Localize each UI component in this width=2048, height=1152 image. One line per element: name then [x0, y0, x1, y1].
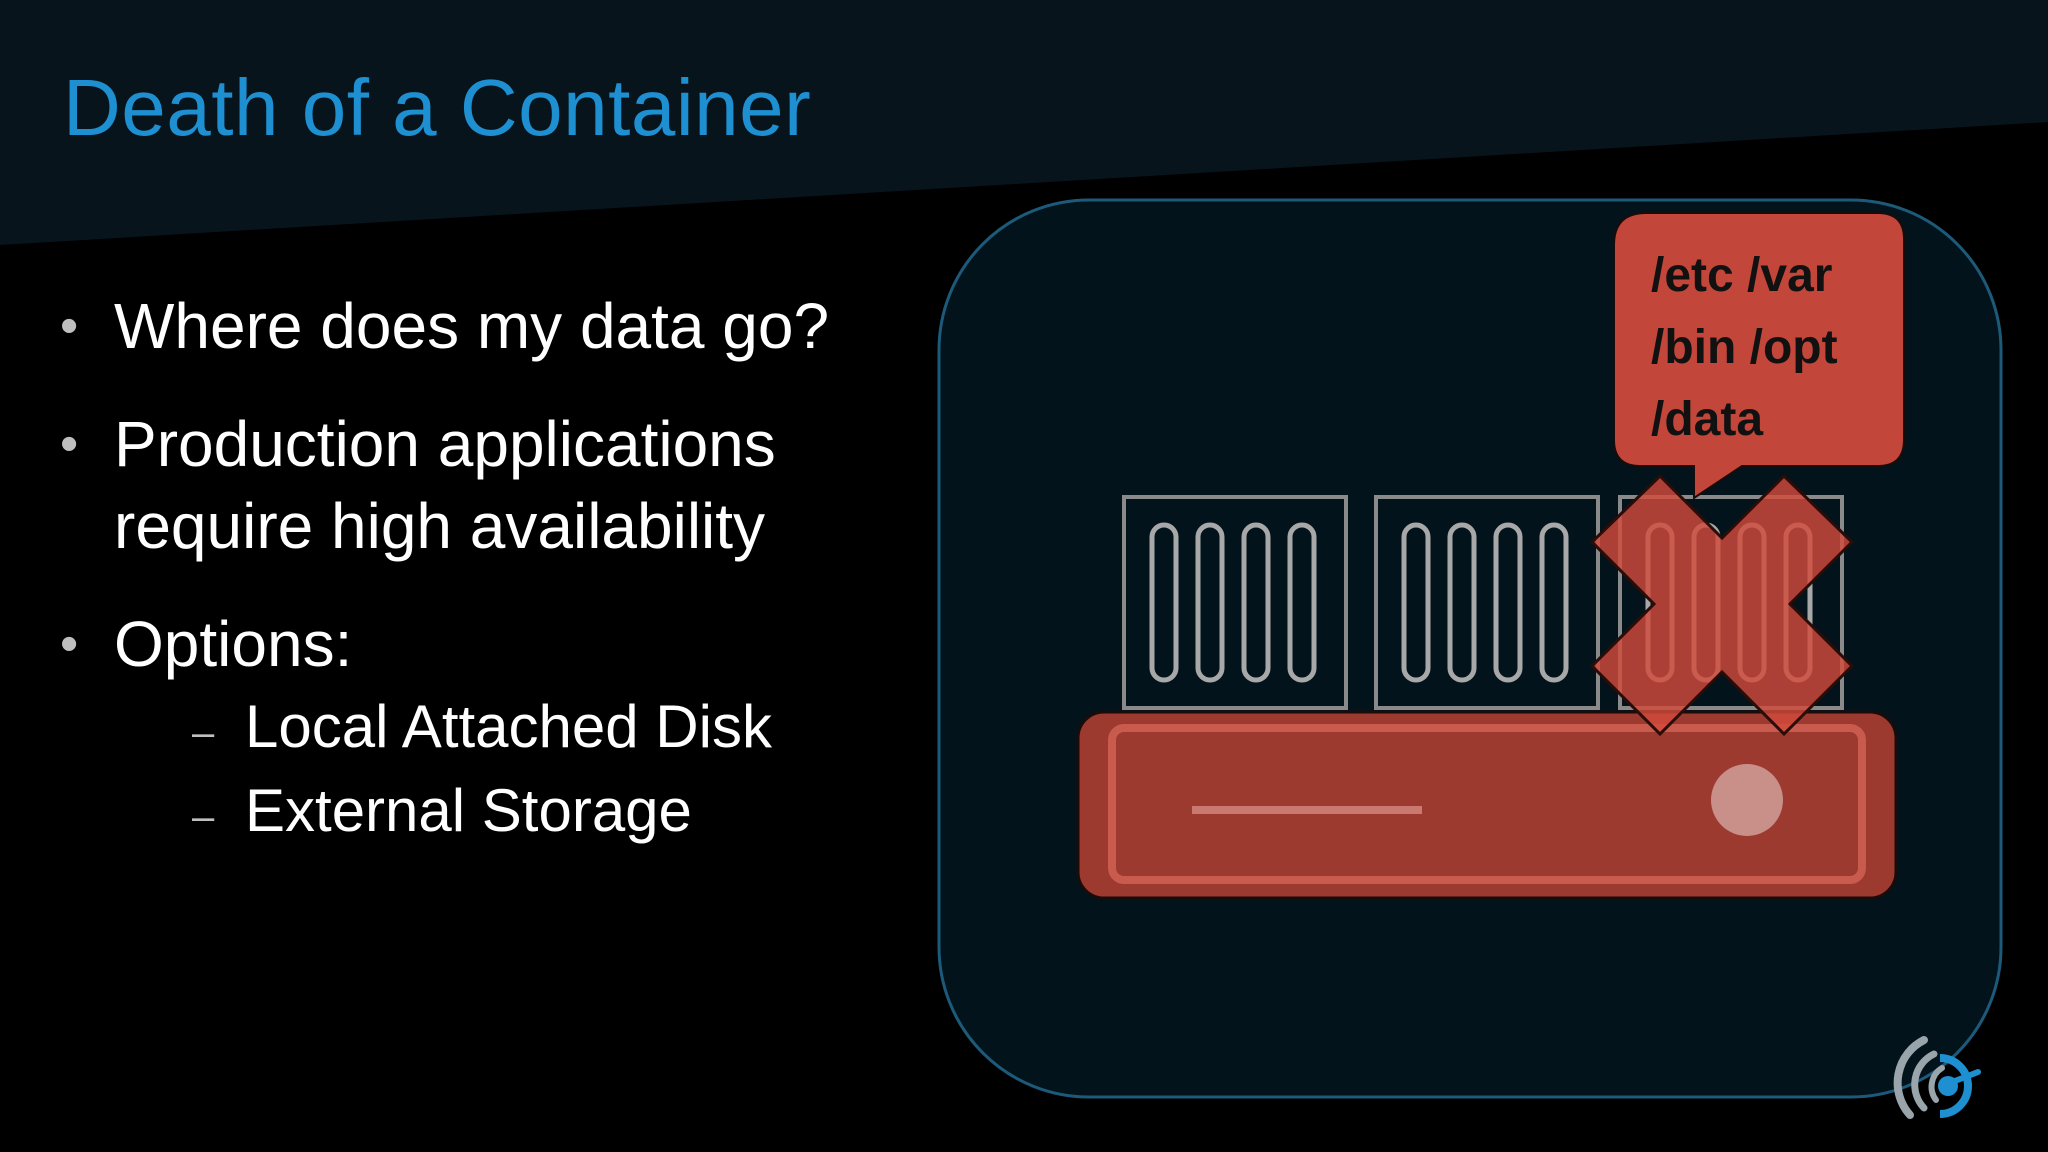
callout-paths: /etc /var /bin /opt /data	[1651, 240, 1891, 456]
header-band	[0, 0, 2048, 245]
bullet-list: • Where does my data go? • Production ap…	[60, 285, 940, 889]
callout-path-line: /data	[1651, 393, 1764, 446]
bullet-dot: •	[60, 615, 79, 673]
failure-x-icon	[1589, 473, 1855, 737]
callout-path-line: /etc /var	[1651, 249, 1833, 302]
sub-bullet-dash: –	[192, 795, 215, 839]
bullet-text: Where does my data go?	[114, 290, 830, 362]
bullet-dot: •	[60, 297, 79, 355]
slide-title: Death of a Container	[63, 63, 812, 152]
path-callout	[1613, 212, 1905, 500]
container-icon	[1122, 495, 1348, 710]
sub-bullet-item: – External Storage	[114, 769, 940, 853]
sub-bullet-text: External Storage	[245, 777, 692, 844]
bullet-item: • Options: – Local Attached Disk – Exter…	[60, 603, 940, 853]
container-icon	[1374, 495, 1600, 710]
callout-path-line: /bin /opt	[1651, 321, 1838, 374]
sub-bullet-item: – Local Attached Disk	[114, 685, 940, 769]
sub-bullet-list: – Local Attached Disk – External Storage	[114, 685, 940, 853]
bullet-text: Options:	[114, 608, 353, 680]
sub-bullet-text: Local Attached Disk	[245, 693, 772, 760]
server-disk-icon	[1076, 710, 1898, 900]
bullet-text: Production applications require high ava…	[114, 408, 776, 562]
bullet-item: • Where does my data go?	[60, 285, 940, 367]
bullet-item: • Production applications require high a…	[60, 403, 940, 567]
bullet-dot: •	[60, 415, 79, 473]
brand-logo-icon	[1893, 1036, 1981, 1119]
sub-bullet-dash: –	[192, 711, 215, 755]
